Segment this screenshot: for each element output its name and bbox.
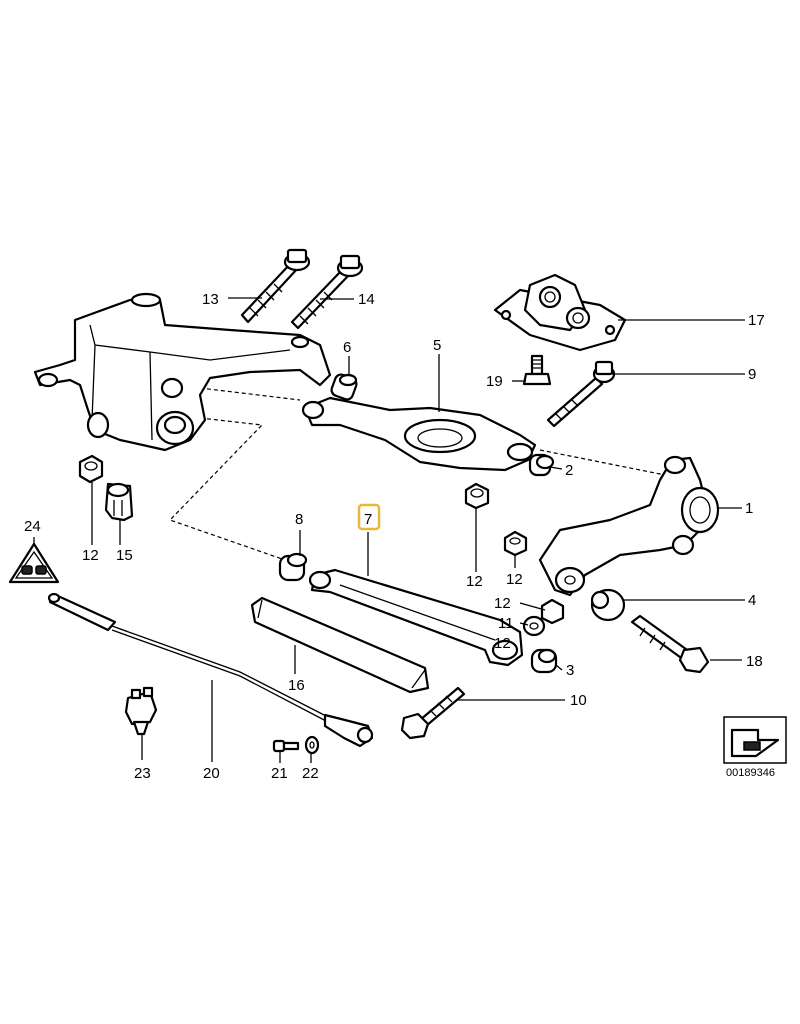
nut-12-center[interactable]: [464, 482, 490, 510]
label-1: 1: [745, 500, 753, 517]
bolt-19[interactable]: [522, 354, 552, 386]
label-13: 13: [202, 291, 219, 308]
label-5: 5: [433, 337, 441, 354]
bolt-10[interactable]: [400, 686, 466, 740]
nut-12-right-upper[interactable]: [503, 530, 528, 557]
highlight-box-7: [357, 503, 381, 531]
warning-triangle-icon: [8, 542, 60, 584]
label-22: 22: [302, 765, 319, 782]
rubber-mount-17[interactable]: [493, 273, 627, 352]
rubber-mount-2[interactable]: [528, 453, 555, 477]
label-11: 11: [498, 615, 514, 632]
bolt-18[interactable]: [630, 614, 710, 674]
rubber-mount-6[interactable]: [330, 373, 358, 401]
label-6: 6: [343, 339, 351, 356]
mount-15[interactable]: [104, 482, 134, 522]
label-16: 16: [288, 677, 305, 694]
label-4: 4: [748, 592, 756, 609]
rubber-mount-3[interactable]: [530, 648, 558, 674]
label-24: 24: [24, 518, 41, 535]
label-20: 20: [203, 765, 220, 782]
label-18: 18: [746, 653, 763, 670]
label-8: 8: [295, 511, 303, 528]
label-21: 21: [271, 765, 288, 782]
nut-12-right-lower[interactable]: [540, 598, 565, 625]
label-12-bottom: 12: [494, 635, 511, 652]
nut-22[interactable]: [304, 735, 320, 755]
leader-lines: [33, 297, 745, 763]
label-3: 3: [566, 662, 574, 679]
label-12-lower: 12: [494, 595, 511, 612]
label-15: 15: [116, 547, 133, 564]
label-17: 17: [748, 312, 765, 329]
label-14: 14: [358, 291, 375, 308]
connector-23[interactable]: [124, 686, 158, 736]
label-2: 2: [565, 462, 573, 479]
label-10: 10: [570, 692, 587, 709]
cable-20[interactable]: [47, 592, 374, 748]
label-12-center: 12: [466, 573, 483, 590]
washer-11[interactable]: [522, 615, 546, 637]
label-7: 7: [364, 511, 372, 528]
diagram-code: 00189346: [726, 767, 775, 779]
trailing-link-7[interactable]: [308, 568, 524, 667]
bolt-9[interactable]: [546, 360, 616, 428]
nut-12-left[interactable]: [78, 454, 104, 484]
label-12-left: 12: [82, 547, 99, 564]
screw-21[interactable]: [272, 739, 300, 753]
label-23: 23: [134, 765, 151, 782]
heat-shield-16[interactable]: [250, 596, 430, 694]
label-12-right: 12: [506, 571, 523, 588]
wheel-carrier-1[interactable]: [538, 455, 720, 597]
label-19: 19: [486, 373, 503, 390]
rubber-mount-8[interactable]: [278, 552, 308, 582]
control-arm-5[interactable]: [301, 396, 537, 472]
callout-labels: 13 14 6 5 17 19 9 2 1 12 15 12 12 4 12 1…: [24, 291, 765, 782]
orientation-arrow-icon: [723, 716, 787, 764]
label-9: 9: [748, 366, 756, 383]
rubber-mount-4[interactable]: [590, 588, 626, 622]
rear-axle-carrier[interactable]: [33, 292, 332, 452]
bolt-13[interactable]: [240, 248, 311, 324]
dashed-guide-lines: [168, 387, 666, 561]
